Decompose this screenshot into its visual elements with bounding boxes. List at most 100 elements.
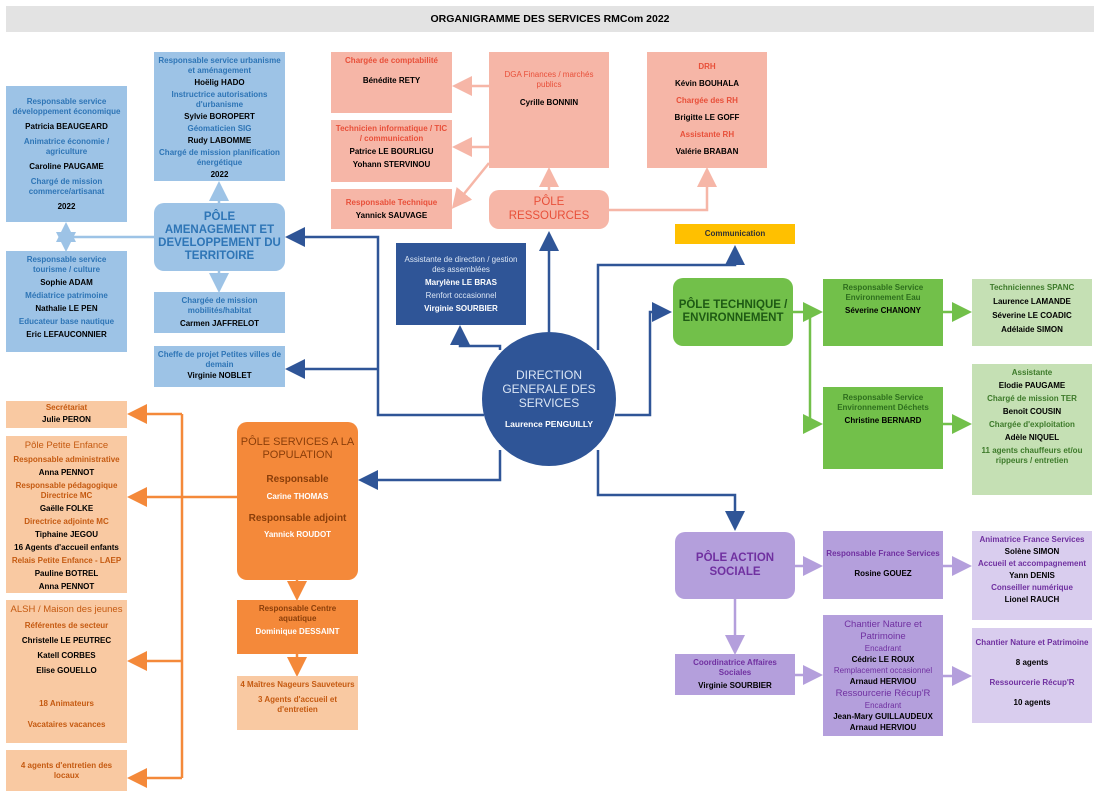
name: Valérie BRABAN bbox=[675, 147, 739, 156]
role: Chargée de mission mobilités/habitat bbox=[181, 296, 258, 315]
name: Cyrille BONNIN bbox=[519, 98, 579, 107]
name: 8 agents bbox=[1015, 658, 1049, 667]
name: Yannick ROUDOT bbox=[263, 530, 332, 540]
name: 2022 bbox=[210, 170, 229, 179]
name: Sophie ADAM bbox=[40, 278, 93, 287]
urbanisme-box[interactable]: Responsable service urbanisme et aménage… bbox=[154, 52, 285, 181]
role: Coordinatrice Affaires Sociales bbox=[693, 658, 777, 677]
name: Yohann STERVINOU bbox=[352, 160, 431, 169]
pole-services-population[interactable]: PÔLE SERVICES A LA POPULATION Responsabl… bbox=[237, 422, 358, 580]
name: Virginie NOBLET bbox=[187, 371, 252, 380]
name: Katell CORBES bbox=[37, 650, 96, 660]
role: Vacataires vacances bbox=[27, 719, 106, 729]
communication-box[interactable]: Communication bbox=[675, 224, 795, 244]
section-heading: ALSH / Maison des jeunes bbox=[10, 604, 123, 615]
env-dechets-box[interactable]: Responsable Service Environnement Déchet… bbox=[823, 387, 943, 469]
name: Lionel RAUCH bbox=[1004, 595, 1060, 604]
name: Rosine GOUEZ bbox=[854, 569, 912, 578]
name: Adélaide SIMON bbox=[1001, 325, 1063, 334]
role: Technicien informatique / TIC / communic… bbox=[335, 124, 448, 143]
tic-box[interactable]: Technicien informatique / TIC / communic… bbox=[331, 120, 452, 182]
name: Gaëlle FOLKE bbox=[39, 503, 94, 513]
role: 18 Animateurs bbox=[39, 698, 94, 708]
name: Kévin BOUHALA bbox=[674, 79, 739, 88]
role: Chargée d'exploitation bbox=[989, 420, 1075, 429]
pole-label: PÔLE TECHNIQUE / ENVIRONNEMENT bbox=[678, 298, 788, 324]
name: Benoît COUSIN bbox=[1002, 407, 1062, 416]
role: Techniciennes SPANC bbox=[989, 283, 1075, 292]
section-heading: Chantier Nature et Patrimoine bbox=[844, 619, 922, 642]
role: Chargé de mission commerce/artisanat bbox=[28, 176, 105, 196]
section-heading: Ressourcerie Récup'R bbox=[835, 687, 931, 699]
name: Hoëlig HADO bbox=[194, 78, 245, 87]
role: Responsable Service Environnement Déchet… bbox=[837, 393, 929, 412]
name: Elodie PAUGAME bbox=[998, 381, 1066, 390]
assistante-direction-box[interactable]: Assistante de direction / gestion des as… bbox=[396, 243, 526, 325]
role: Conseiller numérique bbox=[991, 583, 1073, 592]
petites-villes-box[interactable]: Cheffe de projet Petites villes de demai… bbox=[154, 346, 285, 387]
role: 11 agents chauffeurs et/ou rippeurs / en… bbox=[981, 446, 1083, 465]
name: Marylène LE BRAS bbox=[424, 277, 498, 287]
name: Arnaud HERVIOU bbox=[849, 676, 917, 686]
role: Responsable France Services bbox=[826, 549, 940, 558]
role: Chargé de mission TER bbox=[987, 394, 1077, 403]
pole-label: PÔLE RESSOURCES bbox=[508, 196, 590, 222]
role: Relais Petite Enfance - LAEP bbox=[11, 555, 122, 565]
pole-amenagement[interactable]: PÔLE AMENAGEMENT ET DEVELOPPEMENT DU TER… bbox=[154, 203, 285, 271]
name: Anna PENNOT bbox=[38, 581, 95, 591]
pole-action-sociale[interactable]: PÔLE ACTION SOCIALE bbox=[675, 532, 795, 599]
role: Renfort occasionnel bbox=[425, 290, 497, 300]
role: Responsable Technique bbox=[345, 197, 438, 207]
role: Chargé de mission planification énergéti… bbox=[159, 148, 280, 167]
entretien-box[interactable]: 4 agents d'entretien des locaux bbox=[6, 750, 127, 791]
role: Géomaticien SIG bbox=[187, 124, 252, 133]
name: Séverine CHANONY bbox=[844, 306, 922, 315]
dev-eco-box[interactable]: Responsable service développement économ… bbox=[6, 86, 127, 222]
role: 4 agents d'entretien des locaux bbox=[20, 760, 113, 780]
role: Cheffe de projet Petites villes de demai… bbox=[157, 350, 282, 369]
name: Patricia BEAUGEARD bbox=[25, 121, 108, 131]
page-title: ORGANIGRAMME DES SERVICES RMCom 2022 bbox=[6, 6, 1094, 32]
name: Arnaud HERVIOU bbox=[849, 722, 917, 732]
role: Responsable service tourisme / culture bbox=[26, 255, 107, 274]
name: Eric LEFAUCONNIER bbox=[26, 330, 107, 339]
name: 16 Agents d'accueil enfants bbox=[14, 542, 119, 552]
direction-name: Laurence PENGUILLY bbox=[504, 418, 594, 429]
direction-title: DIRECTION GENERALE DES SERVICES bbox=[502, 368, 596, 410]
role: Responsable Service Environnement Eau bbox=[842, 283, 924, 302]
name: Patrice LE BOURLIGU bbox=[349, 147, 434, 156]
name: Christelle LE PEUTREC bbox=[21, 635, 112, 645]
alsh-box[interactable]: ALSH / Maison des jeunes Référentes de s… bbox=[6, 600, 127, 743]
role: Responsable administrative bbox=[13, 454, 120, 464]
name: Christine BERNARD bbox=[844, 416, 922, 425]
role: Instructrice autorisations d'urbanisme bbox=[171, 90, 268, 109]
pole-technique[interactable]: PÔLE TECHNIQUE / ENVIRONNEMENT bbox=[673, 278, 793, 346]
role: Responsable bbox=[266, 474, 329, 486]
name: Laurence LAMANDE bbox=[993, 297, 1071, 306]
petite-enfance-box[interactable]: Pôle Petite Enfance Responsable administ… bbox=[6, 436, 127, 593]
pole-ressources[interactable]: PÔLE RESSOURCES bbox=[489, 190, 609, 229]
role: Assistante RH bbox=[679, 130, 735, 139]
role: 4 Maîtres Nageurs Sauveteurs bbox=[240, 680, 355, 689]
direction-generale-node[interactable]: DIRECTION GENERALE DES SERVICES Laurence… bbox=[482, 332, 616, 466]
role: DGA Finances / marchés publics bbox=[504, 70, 594, 89]
role: Chantier Nature et Patrimoine bbox=[975, 638, 1089, 647]
name: Carmen JAFFRELOT bbox=[179, 319, 260, 328]
